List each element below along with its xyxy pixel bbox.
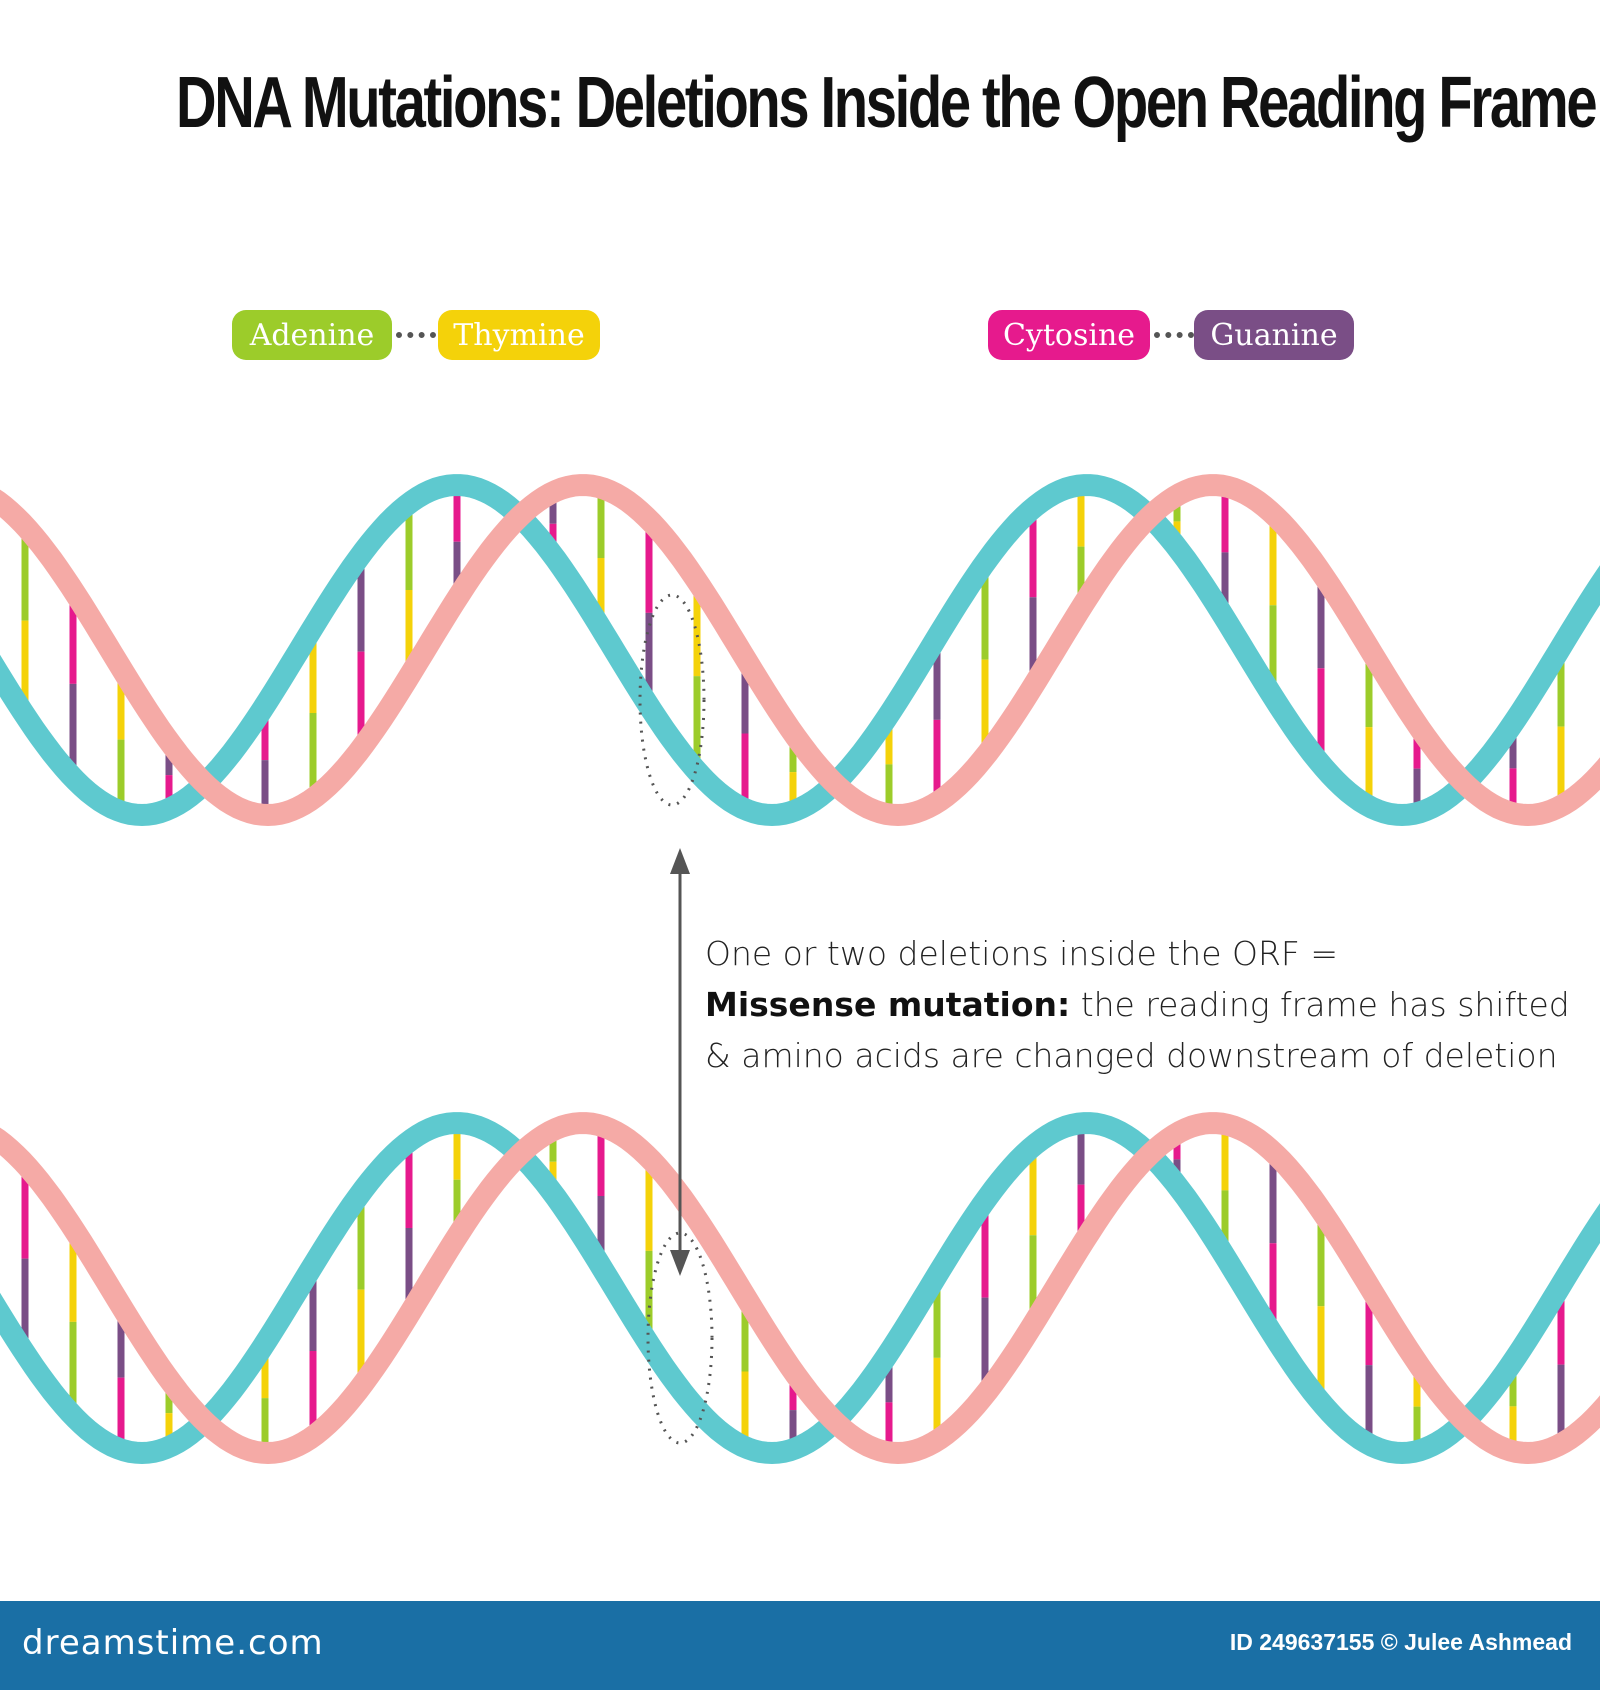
mutation-annotation: One or two deletions inside the ORF = Mi…: [705, 928, 1585, 1081]
legend-thymine: Thymine: [438, 310, 600, 360]
footer-site: dreamstime.com: [22, 1623, 324, 1663]
footer-bar: dreamstime.com ID 249637155 © Julee Ashm…: [0, 1601, 1600, 1690]
legend-cytosine: Cytosine: [988, 310, 1150, 360]
legend-guanine-label: Guanine: [1210, 317, 1338, 353]
legend-adenine-label: Adenine: [249, 317, 375, 353]
pink-strand: [0, 1112, 1600, 1465]
legend-thymine-label: Thymine: [453, 317, 585, 353]
deletion-site-outline: [638, 593, 706, 807]
annotation-line-3: & amino acids are changed downstream of …: [705, 1036, 1558, 1075]
annotation-bold-term: Missense mutation:: [705, 985, 1071, 1024]
legend-adenine: Adenine: [232, 310, 392, 360]
legend-guanine: Guanine: [1194, 310, 1354, 360]
legend-connector-at: [396, 332, 436, 346]
legend-connector-cg: [1154, 332, 1194, 346]
dna-helix-mutated: [0, 1112, 1600, 1465]
legend-cytosine-label: Cytosine: [1002, 317, 1136, 353]
deletion-site-outline: [646, 1231, 714, 1445]
page-title: DNA Mutations: Deletions Inside the Open…: [176, 63, 1598, 143]
annotation-line-2-rest: the reading frame has shifted: [1070, 985, 1570, 1024]
annotation-line-1: One or two deletions inside the ORF =: [705, 934, 1339, 973]
teal-strand: [0, 1112, 1600, 1465]
pink-strand: [0, 474, 1600, 827]
annotation-line-2: Missense mutation: the reading frame has…: [705, 979, 1585, 1030]
footer-credit: ID 249637155 © Julee Ashmead: [1229, 1629, 1572, 1655]
dna-helix-original: [0, 474, 1600, 827]
teal-strand: [0, 474, 1600, 827]
